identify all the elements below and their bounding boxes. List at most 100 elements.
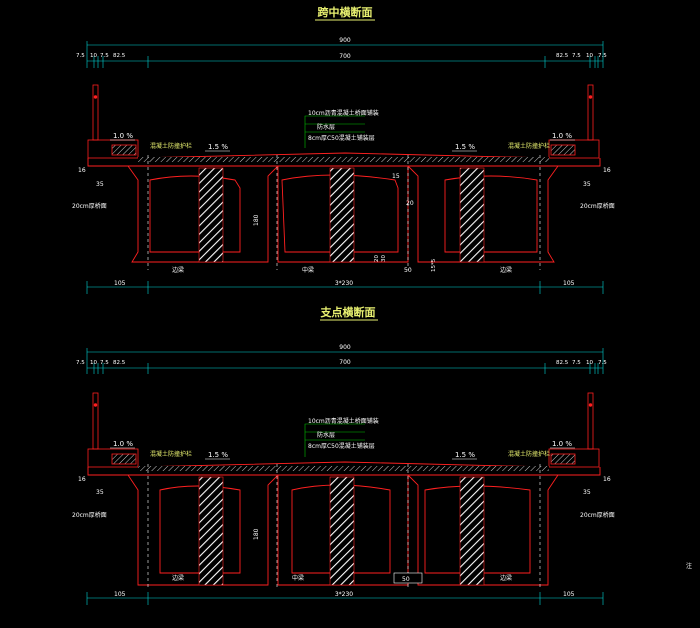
- dim-bottom-middle: 3*230: [335, 591, 353, 598]
- diaphragm-2: [329, 167, 355, 263]
- dim-left-0: 7.5: [76, 360, 85, 366]
- dim-right-0: 82.5: [556, 360, 569, 366]
- label-right-bottom: 20cm厚桥面: [580, 511, 615, 519]
- dim-bottom-right: 105: [563, 591, 575, 598]
- bottom-dimensions: [86, 281, 604, 294]
- diaphragm-3: [459, 476, 485, 586]
- dim-left-0: 7.5: [76, 53, 85, 59]
- section-title: 支点横断面: [320, 305, 376, 319]
- dim-left-3: 82.5: [113, 53, 126, 59]
- height-box: 180: [253, 214, 260, 226]
- bottom-box: [393, 572, 423, 584]
- right-rail: [587, 84, 594, 141]
- width-right: 35: [583, 489, 591, 496]
- slope-mid-left: 1.5 %: [208, 451, 228, 459]
- dim-right-3: 7.5: [598, 53, 607, 59]
- girder-label-3: 边梁: [500, 266, 512, 274]
- chamfer-b: 30: [381, 255, 387, 262]
- thickness-right: 16: [603, 476, 611, 483]
- bottom-dim: 50: [404, 267, 412, 274]
- width-left: 35: [96, 489, 104, 496]
- dim-total: 900: [339, 344, 351, 351]
- top-dimensions: [86, 41, 604, 68]
- dim-left-1: 10: [90, 360, 97, 366]
- deck-slab: [87, 152, 601, 167]
- width-right: 35: [583, 181, 591, 188]
- label-right-bottom: 20cm厚桥面: [580, 202, 615, 210]
- bottom-dimensions: [86, 592, 604, 605]
- dim-right-2: 10: [586, 53, 593, 59]
- slope-mid-right: 1.5 %: [455, 143, 475, 151]
- dim-left-1: 10: [90, 53, 97, 59]
- pavement-notes: 10cm沥青混凝土桥面铺装 防水层 8cm厚C50混凝土铺装层: [304, 417, 379, 457]
- left-rail: [92, 392, 99, 450]
- flange-dim: 15: [392, 173, 400, 180]
- top-dimensions: [86, 348, 604, 374]
- note-concrete: 8cm厚C50混凝土铺装层: [308, 442, 375, 450]
- label-left-bottom: 20cm厚桥面: [72, 202, 107, 210]
- right-rail: [587, 392, 594, 450]
- girder-label-2: 中梁: [292, 574, 304, 582]
- dim-deck: 700: [339, 359, 351, 366]
- label-right-top: 混凝土防撞护栏: [508, 142, 550, 150]
- dim-right-2: 10: [586, 360, 593, 366]
- slope-mid-left: 1.5 %: [208, 143, 228, 151]
- dim-bottom-left: 105: [114, 591, 126, 598]
- dim-bottom-right: 105: [563, 280, 575, 287]
- width-left: 35: [96, 181, 104, 188]
- deck-slab: [87, 461, 601, 476]
- diaphragm-3: [459, 167, 485, 263]
- bottom-dim: 50: [402, 576, 410, 583]
- section-support: 支点横断面 900 700 7.5 10 7.5 82.5 82.5 7.5 1…: [72, 305, 615, 605]
- slope-arrows: [110, 447, 575, 460]
- section-midspan: 跨中横断面 900 700 7.5 10 7.5 82.5 82.5 7.5 1…: [72, 5, 615, 294]
- girder-label-3: 边梁: [500, 574, 512, 582]
- dim-right-1: 7.5: [572, 53, 581, 59]
- thickness-left: 16: [78, 167, 86, 174]
- dim-deck: 700: [339, 53, 351, 60]
- slope-right: 1.0 %: [552, 440, 572, 448]
- diaphragm-1: [198, 476, 224, 586]
- dim-left-2: 7.5: [100, 360, 109, 366]
- dim-bottom-left: 105: [114, 280, 126, 287]
- chamfer-c: 15*5: [431, 258, 437, 272]
- diaphragm-2: [329, 476, 355, 586]
- girder-label-1: 边梁: [172, 574, 184, 582]
- thickness-right: 16: [603, 167, 611, 174]
- note-waterproof: 防水层: [317, 123, 335, 131]
- dim-bottom-middle: 3*230: [335, 280, 353, 287]
- barriers: [87, 448, 600, 468]
- dim-right-1: 7.5: [572, 360, 581, 366]
- girder-label-2: 中梁: [302, 266, 314, 274]
- slope-arrows: [110, 139, 575, 152]
- slope-left: 1.0 %: [113, 132, 133, 140]
- diaphragm-1: [198, 167, 224, 263]
- label-left-top: 混凝土防撞护栏: [150, 142, 192, 150]
- joint-lines: [147, 155, 541, 270]
- note-paving: 10cm沥青混凝土桥面铺装: [308, 417, 379, 425]
- slope-right: 1.0 %: [552, 132, 572, 140]
- side-note: 注: [686, 562, 692, 570]
- left-rail: [92, 84, 99, 141]
- section-title: 跨中横断面: [318, 5, 373, 19]
- web-dim: 20: [406, 200, 414, 207]
- dim-total: 900: [339, 37, 351, 44]
- dim-left-3: 82.5: [113, 360, 126, 366]
- joint-lines: [147, 464, 541, 590]
- note-waterproof: 防水层: [317, 431, 335, 439]
- dim-right-3: 7.5: [598, 360, 607, 366]
- note-concrete: 8cm厚C50混凝土铺装层: [308, 134, 375, 142]
- note-paving: 10cm沥青混凝土桥面铺装: [308, 109, 379, 117]
- label-right-top: 混凝土防撞护栏: [508, 450, 550, 458]
- chamfer-a: 20: [374, 255, 380, 262]
- girder-label-1: 边梁: [172, 266, 184, 274]
- pavement-notes: 10cm沥青混凝土桥面铺装 防水层 8cm厚C50混凝土铺装层: [304, 109, 379, 148]
- thickness-left: 16: [78, 476, 86, 483]
- height-box: 180: [253, 528, 260, 540]
- dim-right-0: 82.5: [556, 53, 569, 59]
- slope-left: 1.0 %: [113, 440, 133, 448]
- dim-left-2: 7.5: [100, 53, 109, 59]
- label-left-top: 混凝土防撞护栏: [150, 450, 192, 458]
